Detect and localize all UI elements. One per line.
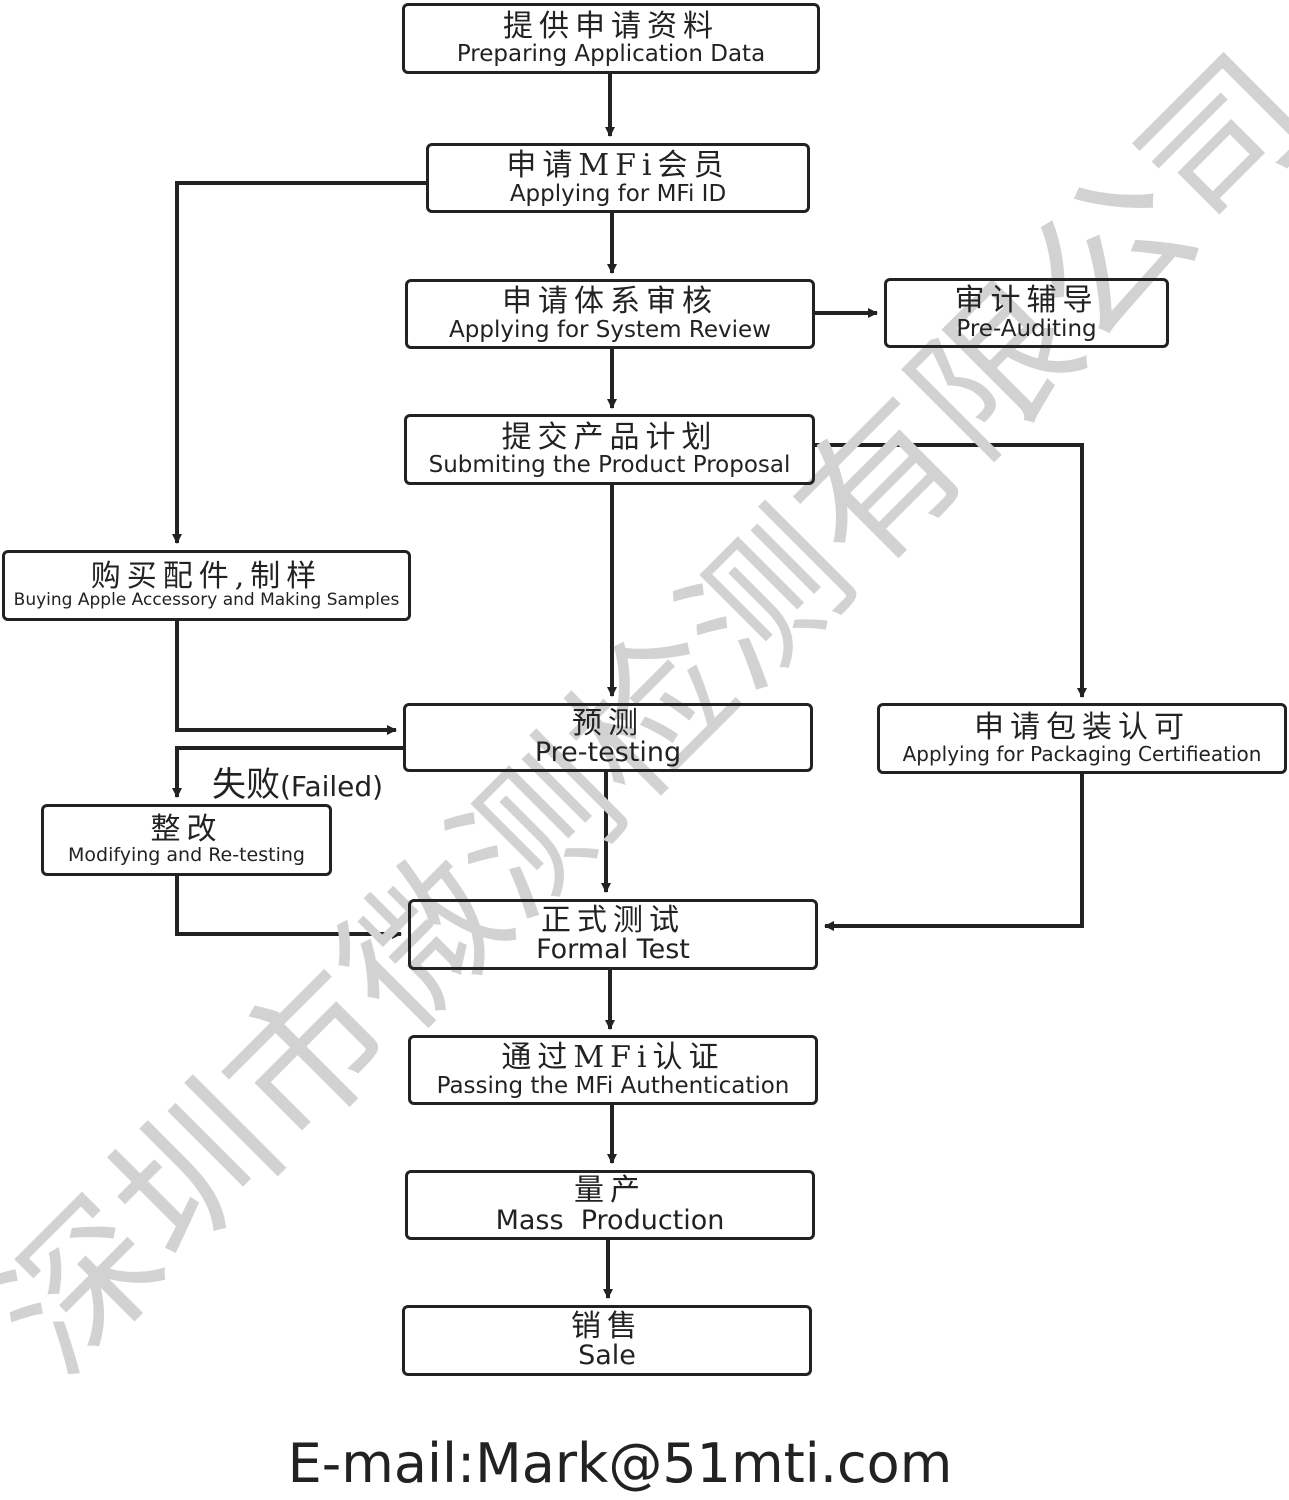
node-packaging-en: Applying for Packaging Certifieation	[902, 741, 1262, 766]
node-system-review[interactable]: 申请体系审核 Applying for System Review	[405, 279, 815, 349]
node-pass-mfi[interactable]: 通过MFi认证 Passing the MFi Authentication	[408, 1035, 818, 1105]
node-mfi-member-zh: 申请MFi会员	[506, 148, 730, 184]
node-prepare-zh: 提供申请资料	[503, 8, 719, 44]
node-mfi-member[interactable]: 申请MFi会员 Applying for MFi ID	[426, 143, 810, 213]
node-pre-audit-en: Pre-Auditing	[956, 315, 1097, 342]
node-sale-en: Sale	[578, 1340, 636, 1372]
node-buy-accessory[interactable]: 购买配件,制样 Buying Apple Accessory and Makin…	[2, 550, 411, 621]
node-formal-test-en: Formal Test	[536, 934, 690, 966]
arrow-proposal-to-packaging	[815, 443, 1087, 698]
node-mass-production[interactable]: 量产 Mass Production	[405, 1170, 815, 1240]
node-pass-mfi-zh: 通过MFi认证	[501, 1040, 725, 1076]
node-formal-test-zh: 正式测试	[541, 902, 685, 938]
node-prepare[interactable]: 提供申请资料 Preparing Application Data	[402, 3, 820, 74]
arrow-packaging-to-formal	[824, 774, 1084, 931]
node-pre-audit-zh: 审计辅导	[954, 283, 1099, 319]
node-buy-accessory-en: Buying Apple Accessory and Making Sample…	[13, 590, 400, 611]
contact-email[interactable]: E-mail:Mark@51mti.com	[287, 1432, 953, 1495]
node-proposal-en: Submiting the Product Proposal	[428, 452, 791, 479]
node-pretest[interactable]: 预测 Pre-testing	[403, 703, 813, 772]
node-packaging[interactable]: 申请包装认可 Applying for Packaging Certifieat…	[877, 703, 1287, 774]
node-mass-production-zh: 量产	[574, 1173, 646, 1209]
node-sale[interactable]: 销售 Sale	[402, 1305, 812, 1376]
node-packaging-zh: 申请包装认可	[974, 710, 1190, 746]
arrow-pretest-to-modify	[172, 746, 403, 798]
arrow-buy-to-pretest	[175, 621, 397, 735]
node-proposal[interactable]: 提交产品计划 Submiting the Product Proposal	[404, 414, 815, 485]
node-modify-zh: 整改	[150, 812, 223, 848]
node-system-review-en: Applying for System Review	[449, 316, 771, 343]
failed-label: 失败(Failed)	[212, 757, 383, 806]
node-pretest-zh: 预测	[572, 705, 644, 741]
arrow-mfi-to-buy	[172, 181, 426, 544]
failed-label-zh: 失败	[212, 765, 280, 805]
arrow-modify-to-formal	[175, 876, 402, 939]
node-formal-test[interactable]: 正式测试 Formal Test	[408, 899, 818, 970]
node-proposal-zh: 提交产品计划	[501, 419, 718, 455]
node-prepare-en: Preparing Application Data	[456, 41, 766, 68]
node-pre-audit[interactable]: 审计辅导 Pre-Auditing	[884, 278, 1169, 348]
node-pretest-en: Pre-testing	[534, 737, 682, 769]
failed-label-en: (Failed)	[280, 770, 384, 803]
node-modify-en: Modifying and Re-testing	[68, 843, 305, 866]
node-modify[interactable]: 整改 Modifying and Re-testing	[41, 804, 332, 876]
node-pass-mfi-en: Passing the MFi Authentication	[436, 1072, 790, 1099]
node-mfi-member-en: Applying for MFi ID	[509, 180, 727, 207]
node-sale-zh: 销售	[571, 1308, 643, 1344]
node-system-review-zh: 申请体系审核	[502, 284, 718, 320]
node-mass-production-en: Mass Production	[495, 1204, 725, 1236]
node-buy-accessory-zh: 购买配件,制样	[90, 558, 323, 594]
